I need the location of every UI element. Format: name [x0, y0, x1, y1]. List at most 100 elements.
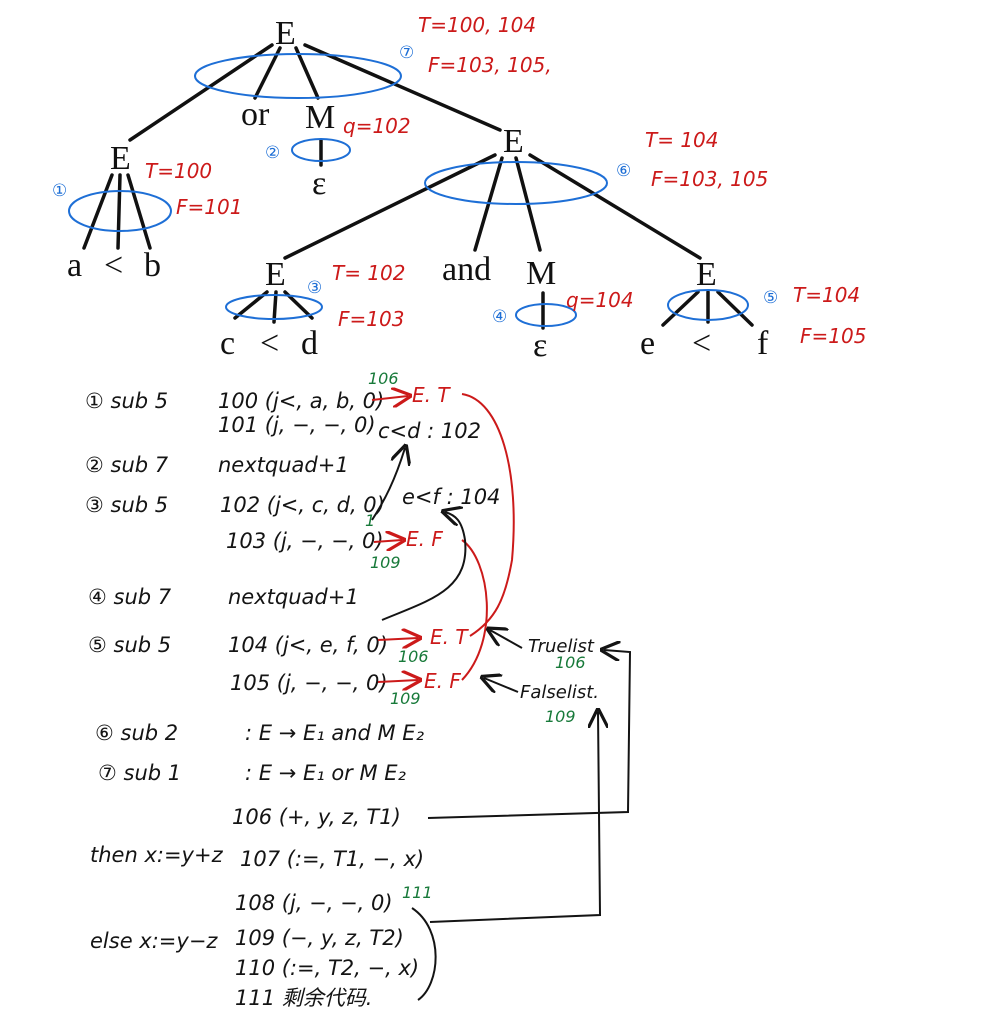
red-arrows: [371, 394, 515, 682]
green-109-a: 109: [370, 553, 401, 572]
red-list-labels: E. T E. F E. T E. F: [406, 383, 469, 693]
edge-root-righte: [303, 43, 502, 132]
eef-truelist: T=104: [793, 283, 860, 307]
quad-101: 101 (j, −, −, 0): [218, 413, 376, 437]
m1-quad: q=102: [343, 114, 411, 138]
ellipse-m2: [515, 303, 577, 327]
eef-falselist: F=105: [800, 324, 866, 348]
m2-quad: q=104: [566, 288, 634, 312]
edge-righte-eef: [528, 153, 702, 260]
left-e-falselist: F=101: [176, 195, 242, 219]
step-2-label: ② sub 7: [85, 453, 169, 477]
edge-root-lefte: [128, 43, 274, 142]
ellipse-eef: [667, 289, 749, 321]
green-111: 111: [402, 883, 433, 902]
node-e-ef: E: [696, 256, 717, 293]
node-e-cd: E: [265, 256, 286, 293]
quad-110: 110 (:=, T2, −, x): [235, 956, 419, 980]
step-marker-7: ⑦: [399, 43, 414, 63]
ef-label-2: E. F: [424, 669, 461, 693]
quad-101-note: c<d : 102: [378, 419, 481, 443]
node-c: c: [220, 325, 235, 362]
step-markers: ⑦ ① ② ⑥ ③ ④ ⑤: [52, 43, 778, 327]
node-eps1: ε: [312, 165, 326, 202]
edge-root-or: [253, 46, 282, 100]
step-1-label: ① sub 5: [85, 389, 168, 413]
code-lines: 100 (j<, a, b, 0) 101 (j, −, −, 0) c<d :…: [218, 389, 500, 1010]
node-lt2: <: [260, 325, 279, 362]
node-right-e: E: [503, 123, 524, 160]
ellipse-m1: [291, 138, 351, 162]
nextquad-2: nextquad+1: [228, 585, 359, 609]
step-5-label: ⑤ sub 5: [88, 633, 171, 657]
quad-102: 102 (j<, c, d, 0): [220, 493, 385, 517]
green-1-a: 1: [365, 511, 375, 530]
step-7-label: ⑦ sub 1: [98, 761, 181, 785]
arrow-truelist-et: [490, 630, 523, 649]
node-or: or: [241, 96, 270, 133]
edge-root-m: [294, 46, 320, 100]
edge-lefte-a: [82, 173, 114, 250]
falselist-label: Falselist.: [520, 682, 599, 703]
quad-104: 104 (j<, e, f, 0): [228, 633, 388, 657]
ellipse-right-e: [424, 161, 608, 205]
arrow-109-to-falselist: [429, 712, 600, 923]
arrow-falselist-ef: [484, 678, 519, 692]
link-ef-ef: [461, 539, 488, 681]
step-ellipses: [68, 53, 749, 327]
node-m1: M: [305, 99, 335, 136]
green-106-a: 106: [368, 369, 399, 388]
green-106-c: 106: [555, 653, 586, 672]
ecd-truelist: T= 102: [332, 261, 406, 285]
arrow-103-ef: [373, 540, 402, 542]
ef-label-1: E. F: [406, 527, 443, 551]
tree-edges: [82, 43, 754, 330]
truelist-label: Truelist: [528, 636, 595, 657]
ellipse-ecd: [225, 294, 323, 320]
arrow-104-et: [377, 638, 418, 640]
left-e-truelist: T=100: [145, 159, 212, 183]
arrow-108-to-111: [411, 907, 437, 1001]
quad-102-note: e<f : 104: [402, 485, 500, 509]
edge-ecd-lt: [272, 290, 278, 324]
nextquad-1: nextquad+1: [218, 453, 349, 477]
node-eps2: ε: [533, 327, 547, 364]
ellipse-left-e: [68, 190, 172, 232]
et-label-2: E. T: [430, 625, 469, 649]
arrow-104-to-102: [381, 512, 467, 621]
step-marker-2: ②: [265, 143, 280, 163]
quad-106: 106 (+, y, z, T1): [232, 805, 401, 829]
tree-annotations: T=100, 104 F=103, 105, T=100 F=101 q=102…: [145, 13, 866, 348]
quad-100: 100 (j<, a, b, 0): [218, 389, 384, 413]
node-f: f: [757, 325, 769, 362]
step-labels: ① sub 5 ② sub 7 ③ sub 5 ④ sub 7 ⑤ sub 5 …: [85, 389, 224, 953]
ellipse-root: [194, 53, 402, 99]
arrow-106-to-truelist: [427, 650, 632, 819]
step-marker-3: ③: [307, 278, 322, 298]
node-e: e: [640, 325, 655, 362]
green-109-b: 109: [390, 689, 421, 708]
step-6-label: ⑥ sub 2: [95, 721, 178, 745]
edge-eef-e: [661, 290, 700, 327]
node-a: a: [67, 247, 82, 284]
step-marker-1: ①: [52, 181, 67, 201]
quad-105: 105 (j, −, −, 0): [230, 671, 388, 695]
quad-107: 107 (:=, T1, −, x): [240, 847, 424, 871]
edge-lefte-lt: [116, 173, 122, 250]
node-d: d: [301, 325, 318, 362]
node-left-e: E: [110, 140, 131, 177]
root-truelist: T=100, 104: [418, 13, 536, 37]
edge-eef-f: [716, 290, 754, 327]
backpatch-notes: 106 1 109 106 109 106 109 111: [365, 369, 586, 902]
arrow-105-ef: [377, 680, 418, 682]
quad-103: 103 (j, −, −, 0): [226, 529, 384, 553]
then-label: then x:=y+z: [90, 843, 224, 867]
node-lt1: <: [104, 247, 123, 284]
right-e-falselist: F=103, 105: [651, 167, 768, 191]
green-106-b: 106: [398, 647, 429, 666]
black-arrows: [371, 448, 632, 1001]
et-label-1: E. T: [412, 383, 451, 407]
node-b: b: [144, 247, 161, 284]
root-falselist: F=103, 105,: [428, 53, 552, 77]
